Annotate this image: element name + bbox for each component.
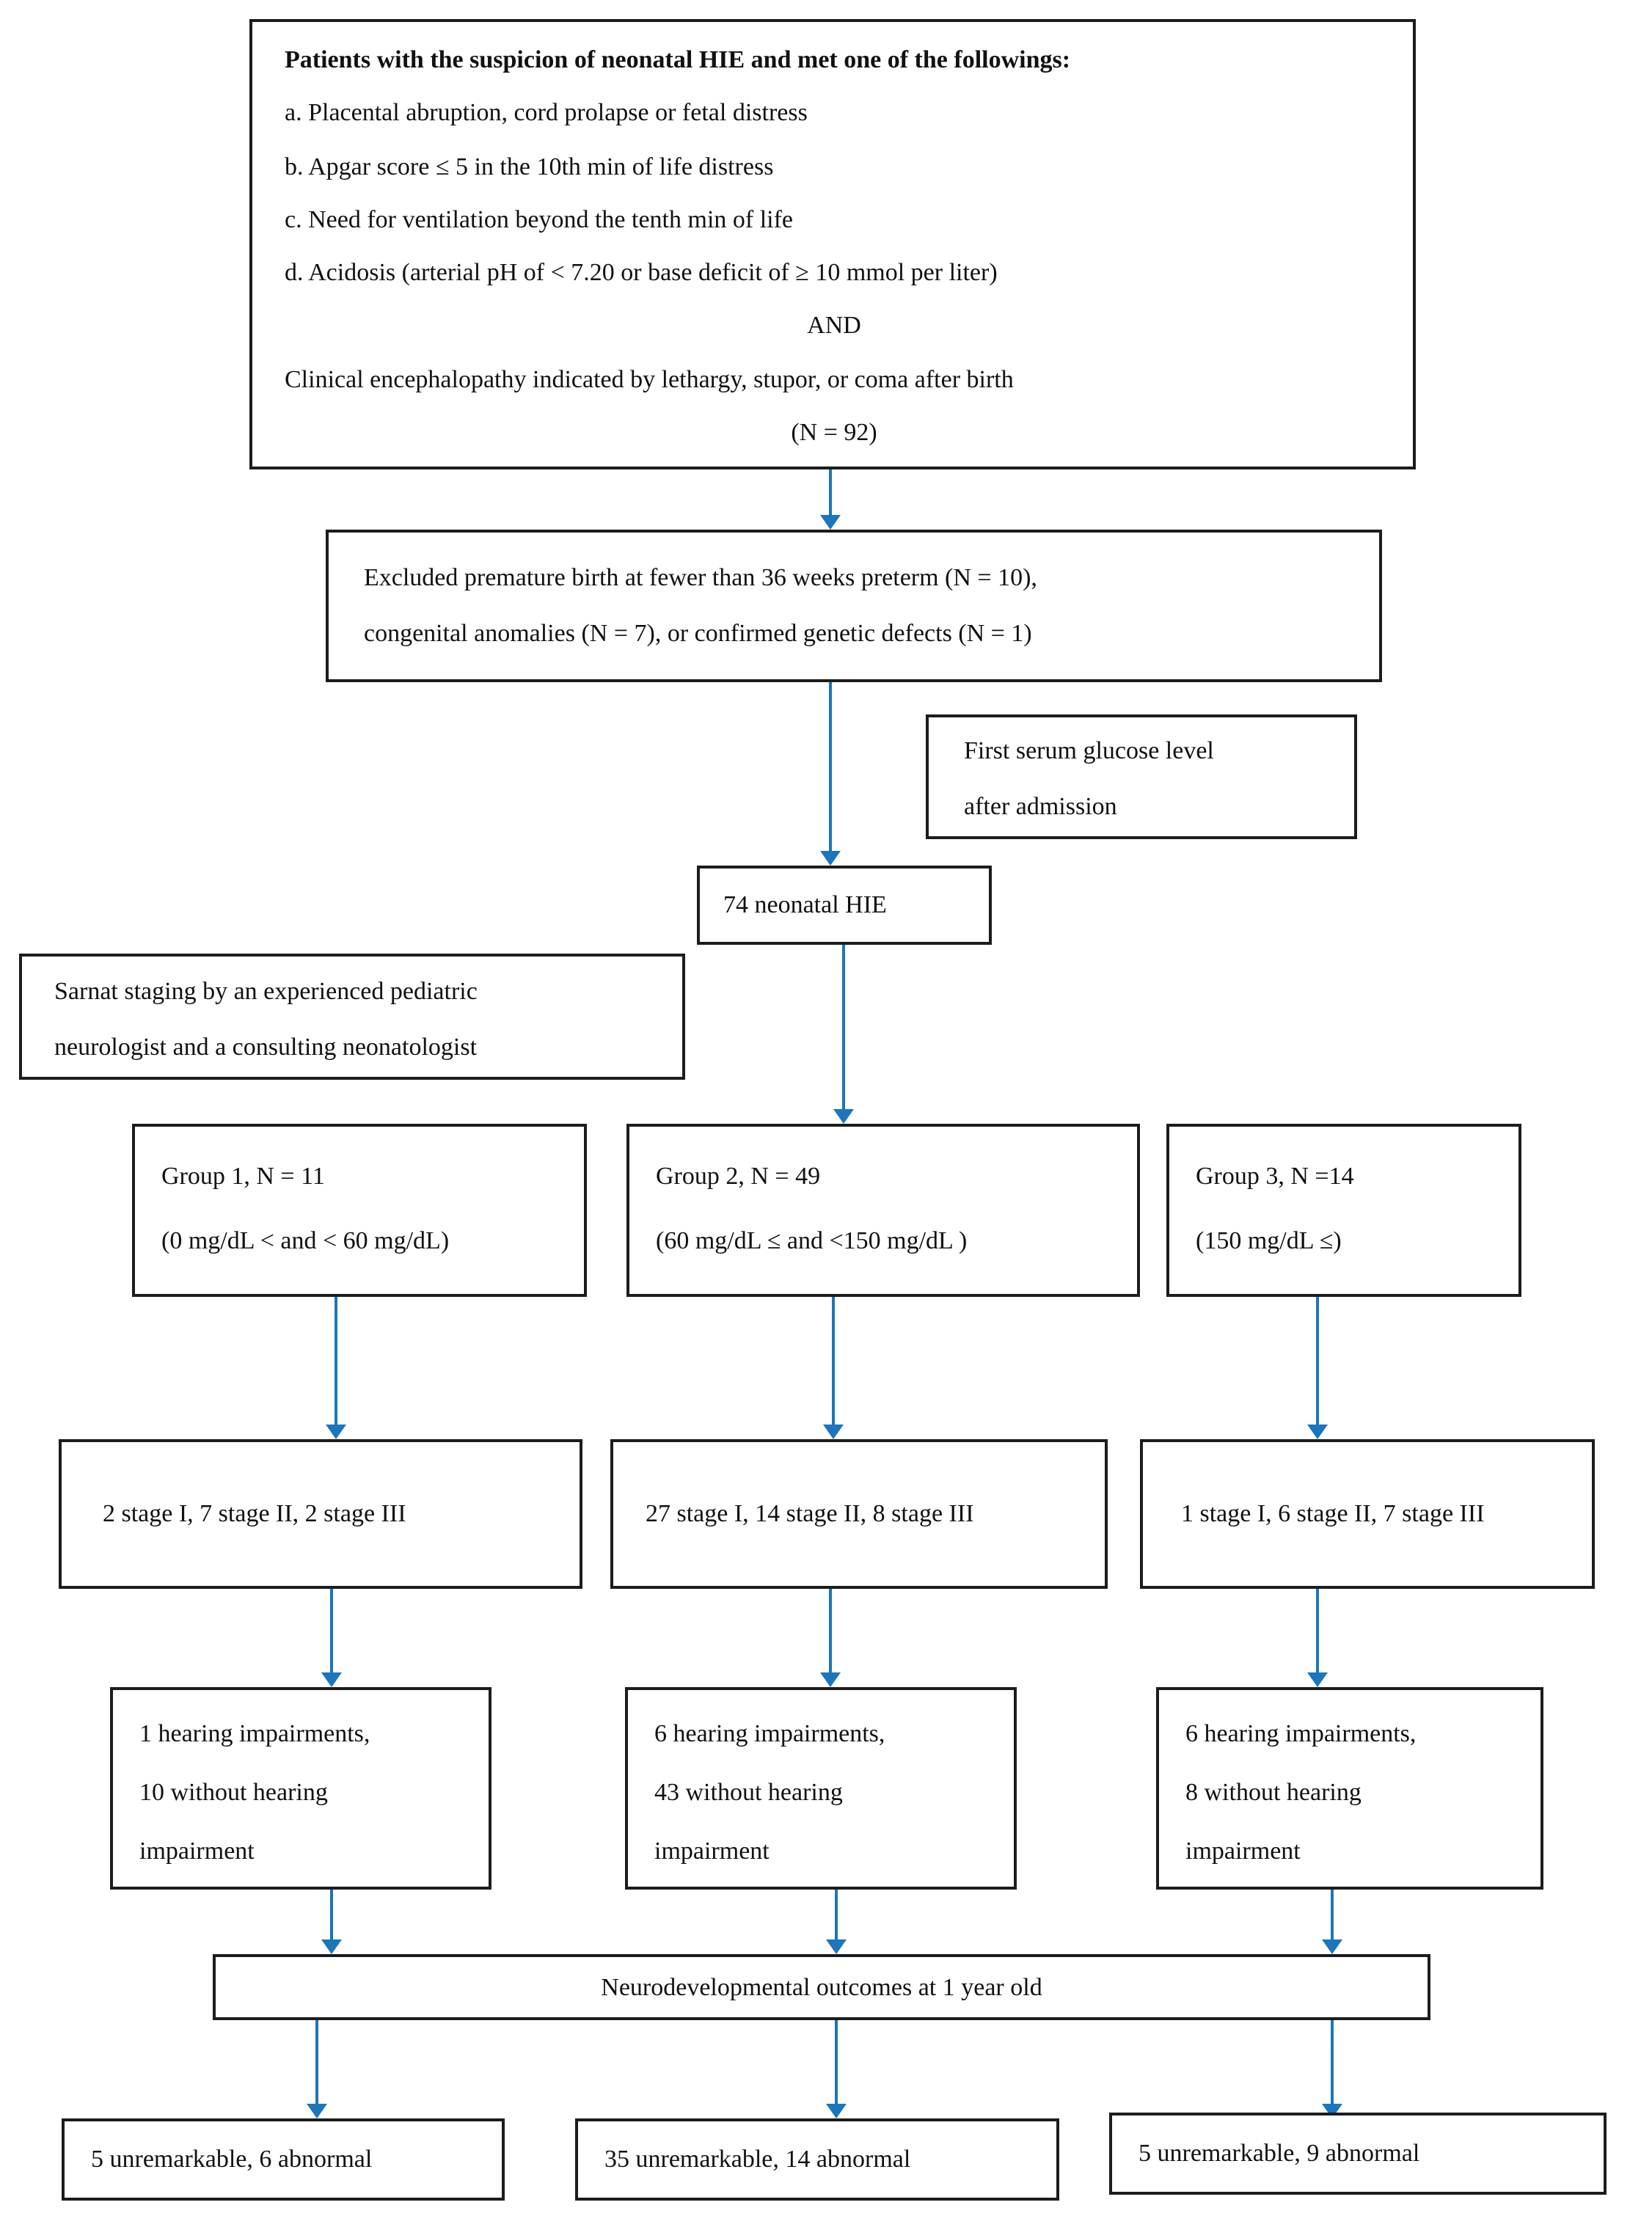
- arrow-shaft: [832, 1297, 835, 1426]
- arrow-shaft: [330, 1589, 333, 1674]
- hearing-2-box: 6 hearing impairments, 43 without hearin…: [625, 1687, 1017, 1890]
- sarnat-note-line-2: neurologist and a consulting neonatologi…: [54, 1033, 478, 1061]
- stage-3-box: 1 stage I, 6 stage II, 7 stage III: [1140, 1439, 1595, 1589]
- criteria-clinical-line: Clinical encephalopathy indicated by let…: [285, 365, 1014, 393]
- criteria-item-d: d. Acidosis (arterial pH of < 7.20 or ba…: [285, 258, 998, 287]
- criteria-item-b: b. Apgar score ≤ 5 in the 10th min of li…: [285, 152, 774, 180]
- flow-arrow-outcomes-to-result3: [1322, 2020, 1342, 2118]
- hearing-2-line-3: impairment: [654, 1837, 770, 1865]
- arrow-head-icon: [826, 1939, 847, 1954]
- group-3-range: (150 mg/dL ≤): [1196, 1226, 1342, 1254]
- arrow-head-icon: [826, 2104, 847, 2118]
- arrow-head-icon: [326, 1425, 346, 1439]
- stage-3-label: 1 stage I, 6 stage II, 7 stage III: [1181, 1499, 1485, 1527]
- exclusion-line-1: Excluded premature birth at fewer than 3…: [364, 563, 1037, 591]
- stage-1-label: 2 stage I, 7 stage II, 2 stage III: [103, 1499, 406, 1527]
- flow-arrow-hearing3-to-outcomes: [1322, 1890, 1342, 1954]
- hearing-3-box: 6 hearing impairments, 8 without hearing…: [1156, 1687, 1543, 1890]
- arrow-shaft: [315, 2020, 318, 2105]
- group-3-title: Group 3, N =14: [1196, 1162, 1354, 1190]
- criteria-title: Patients with the suspicion of neonatal …: [285, 45, 1071, 73]
- arrow-head-icon: [833, 1109, 854, 1124]
- criteria-n-label: (N = 92): [791, 418, 877, 447]
- arrow-shaft: [1316, 1297, 1319, 1426]
- hearing-3-line-2: 8 without hearing: [1185, 1778, 1362, 1806]
- arrow-head-icon: [1307, 1425, 1328, 1439]
- hie-total-label: 74 neonatal HIE: [723, 891, 887, 918]
- flow-arrow-hearing2-to-outcomes: [826, 1890, 847, 1954]
- flow-arrow-stage1-to-hearing1: [321, 1589, 342, 1687]
- result-1-label: 5 unremarkable, 6 abnormal: [91, 2145, 373, 2173]
- arrow-shaft: [335, 1297, 337, 1426]
- result-3-label: 5 unremarkable, 9 abnormal: [1139, 2139, 1420, 2167]
- hearing-3-line-3: impairment: [1185, 1837, 1301, 1865]
- hearing-2-line-1: 6 hearing impairments,: [654, 1719, 885, 1747]
- arrow-shaft: [835, 1890, 838, 1941]
- arrow-shaft: [1331, 2020, 1334, 2105]
- flow-arrow-group2-to-stage2: [823, 1297, 844, 1439]
- arrow-head-icon: [1307, 1672, 1328, 1687]
- group-1-title: Group 1, N = 11: [161, 1162, 325, 1190]
- flow-arrow-criteria-to-exclusion: [820, 469, 841, 530]
- arrow-head-icon: [820, 1672, 841, 1687]
- exclusion-line-2: congenital anomalies (N = 7), or confirm…: [364, 619, 1032, 647]
- hearing-1-line-1: 1 hearing impairments,: [139, 1719, 370, 1747]
- flow-arrow-outcomes-to-result1: [307, 2020, 327, 2118]
- arrow-shaft: [835, 2020, 838, 2105]
- group-2-box: Group 2, N = 49 (60 mg/dL ≤ and <150 mg/…: [626, 1124, 1140, 1297]
- stage-2-label: 27 stage I, 14 stage II, 8 stage III: [646, 1499, 974, 1527]
- stage-2-box: 27 stage I, 14 stage II, 8 stage III: [610, 1439, 1108, 1589]
- glucose-note-box: First serum glucose level after admissio…: [926, 714, 1357, 839]
- sarnat-note-box: Sarnat staging by an experienced pediatr…: [19, 954, 685, 1080]
- result-1-box: 5 unremarkable, 6 abnormal: [62, 2118, 505, 2201]
- hie-total-box: 74 neonatal HIE: [697, 866, 992, 945]
- group-2-range: (60 mg/dL ≤ and <150 mg/dL ): [656, 1226, 968, 1254]
- hearing-3-line-1: 6 hearing impairments,: [1185, 1719, 1417, 1747]
- outcomes-label: Neurodevelopmental outcomes at 1 year ol…: [601, 1973, 1042, 2001]
- group-2-title: Group 2, N = 49: [656, 1162, 821, 1190]
- arrow-head-icon: [820, 515, 841, 530]
- result-3-box: 5 unremarkable, 9 abnormal: [1109, 2113, 1607, 2195]
- criteria-item-c: c. Need for ventilation beyond the tenth…: [285, 205, 794, 233]
- flow-arrow-stage3-to-hearing3: [1307, 1589, 1328, 1687]
- arrow-head-icon: [823, 1425, 844, 1439]
- hearing-1-line-3: impairment: [139, 1837, 255, 1865]
- criteria-item-a: a. Placental abruption, cord prolapse or…: [285, 98, 808, 127]
- flow-arrow-exclusion-to-hie: [820, 682, 841, 866]
- result-2-box: 35 unremarkable, 14 abnormal: [575, 2118, 1059, 2201]
- flow-arrow-stage2-to-hearing2: [820, 1589, 841, 1687]
- arrow-shaft: [829, 469, 832, 516]
- arrow-shaft: [829, 1589, 832, 1674]
- arrow-head-icon: [321, 1672, 342, 1687]
- criteria-and-label: AND: [807, 311, 861, 340]
- flow-arrow-group3-to-stage3: [1307, 1297, 1328, 1439]
- flow-arrow-hie-to-group2: [833, 945, 854, 1124]
- arrow-head-icon: [321, 1939, 342, 1954]
- arrow-shaft: [1331, 1890, 1334, 1941]
- stage-1-box: 2 stage I, 7 stage II, 2 stage III: [59, 1439, 582, 1589]
- group-1-range: (0 mg/dL < and < 60 mg/dL): [161, 1226, 450, 1254]
- arrow-head-icon: [820, 851, 841, 866]
- group-1-box: Group 1, N = 11 (0 mg/dL < and < 60 mg/d…: [132, 1124, 587, 1297]
- flow-arrow-hearing1-to-outcomes: [321, 1890, 342, 1954]
- hearing-1-box: 1 hearing impairments, 10 without hearin…: [110, 1687, 491, 1890]
- arrow-shaft: [1316, 1589, 1319, 1674]
- group-3-box: Group 3, N =14 (150 mg/dL ≤): [1166, 1124, 1521, 1297]
- arrow-head-icon: [1322, 1939, 1342, 1954]
- arrow-shaft: [829, 682, 832, 852]
- flow-arrow-outcomes-to-result2: [826, 2020, 847, 2118]
- glucose-note-line-1: First serum glucose level: [964, 736, 1214, 764]
- outcomes-box: Neurodevelopmental outcomes at 1 year ol…: [213, 1954, 1430, 2020]
- arrow-head-icon: [307, 2104, 327, 2118]
- hearing-1-line-2: 10 without hearing: [139, 1778, 328, 1806]
- glucose-note-line-2: after admission: [964, 792, 1117, 820]
- sarnat-note-line-1: Sarnat staging by an experienced pediatr…: [54, 977, 478, 1005]
- arrow-shaft: [842, 945, 845, 1111]
- hearing-2-line-2: 43 without hearing: [654, 1778, 843, 1806]
- result-2-label: 35 unremarkable, 14 abnormal: [604, 2145, 911, 2173]
- flow-arrow-group1-to-stage1: [326, 1297, 346, 1439]
- arrow-shaft: [330, 1890, 333, 1941]
- criteria-box: Patients with the suspicion of neonatal …: [249, 19, 1416, 469]
- exclusion-box: Excluded premature birth at fewer than 3…: [326, 530, 1382, 682]
